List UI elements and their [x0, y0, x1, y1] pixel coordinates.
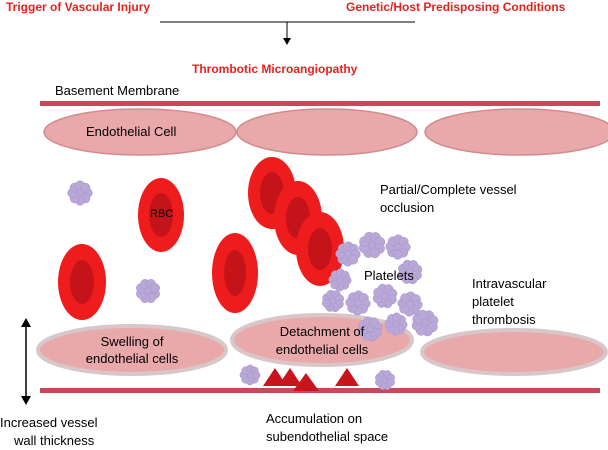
platelets-label: Platelets [364, 268, 414, 283]
thickness-arrow-down [21, 396, 31, 405]
endothelial-cell-top-2 [236, 108, 418, 156]
platelet-6 [358, 231, 386, 259]
platelet-5 [335, 241, 361, 267]
platelet-8 [397, 259, 423, 285]
intravascular-label-3: thrombosis [472, 312, 536, 327]
thickness-label-2: wall thickness [14, 433, 95, 448]
accumulation-triangle-2 [278, 368, 302, 386]
platelet-10 [321, 289, 345, 313]
occlusion-label-1: Partial/Complete vessel [380, 182, 517, 197]
accumulation-triangle-3 [293, 373, 319, 391]
platelet-2 [136, 279, 160, 303]
endothelial-cell-bottom-right [420, 328, 608, 376]
platelet-9 [328, 268, 352, 292]
endothelial-cell-top-3 [424, 108, 608, 156]
swelling-label-2: endothelial cells [85, 351, 179, 366]
trigger-label: Trigger of Vascular Injury [6, 0, 151, 14]
platelet-11 [345, 290, 371, 316]
basement-membrane-label: Basement Membrane [55, 83, 180, 98]
basement-membrane-bottom [40, 388, 600, 393]
platelet-13 [397, 291, 423, 317]
thickness-label-1: Increased vessel [0, 415, 98, 430]
platelet-15 [384, 312, 408, 336]
genetic-label: Genetic/Host Predisposing Conditions [346, 0, 566, 14]
rbc-2 [58, 244, 106, 320]
detachment-label-2: endothelial cells [275, 342, 369, 357]
intravascular-label-1: Intravascular [472, 276, 547, 291]
platelet-7 [385, 234, 411, 260]
swollen-endothelial-cell [36, 324, 228, 376]
detachment-label-1: Detachment of [279, 324, 365, 339]
accumulation-triangle-4 [335, 368, 359, 386]
platelet-1 [67, 180, 93, 206]
platelet-3 [239, 364, 261, 386]
occlusion-label-2: occlusion [380, 200, 435, 215]
rbc-label: RBC [150, 208, 174, 220]
rbc-3 [212, 233, 258, 313]
accumulation-label-1: Accumulation on [266, 411, 363, 426]
platelet-12 [372, 283, 398, 309]
intravascular-label-2: platelet [472, 294, 514, 309]
platelet-4 [375, 370, 395, 390]
endothelial-cell-label: Endothelial Cell [86, 124, 177, 139]
endothelial-cell-top-1 [43, 108, 237, 156]
rbc-1 [138, 178, 184, 252]
platelet-14 [411, 309, 439, 337]
header-arrow-head [283, 38, 291, 45]
tma-label: Thrombotic Microangiopathy [192, 62, 358, 76]
platelet-clusters [67, 180, 439, 390]
thickness-arrow-up [21, 318, 31, 327]
platelet-16 [357, 316, 383, 342]
accumulation-label-2: subendothelial space [266, 429, 389, 444]
swelling-label-1: Swelling of [100, 334, 164, 349]
rbc-6 [296, 212, 344, 286]
basement-membrane-top [40, 101, 600, 106]
